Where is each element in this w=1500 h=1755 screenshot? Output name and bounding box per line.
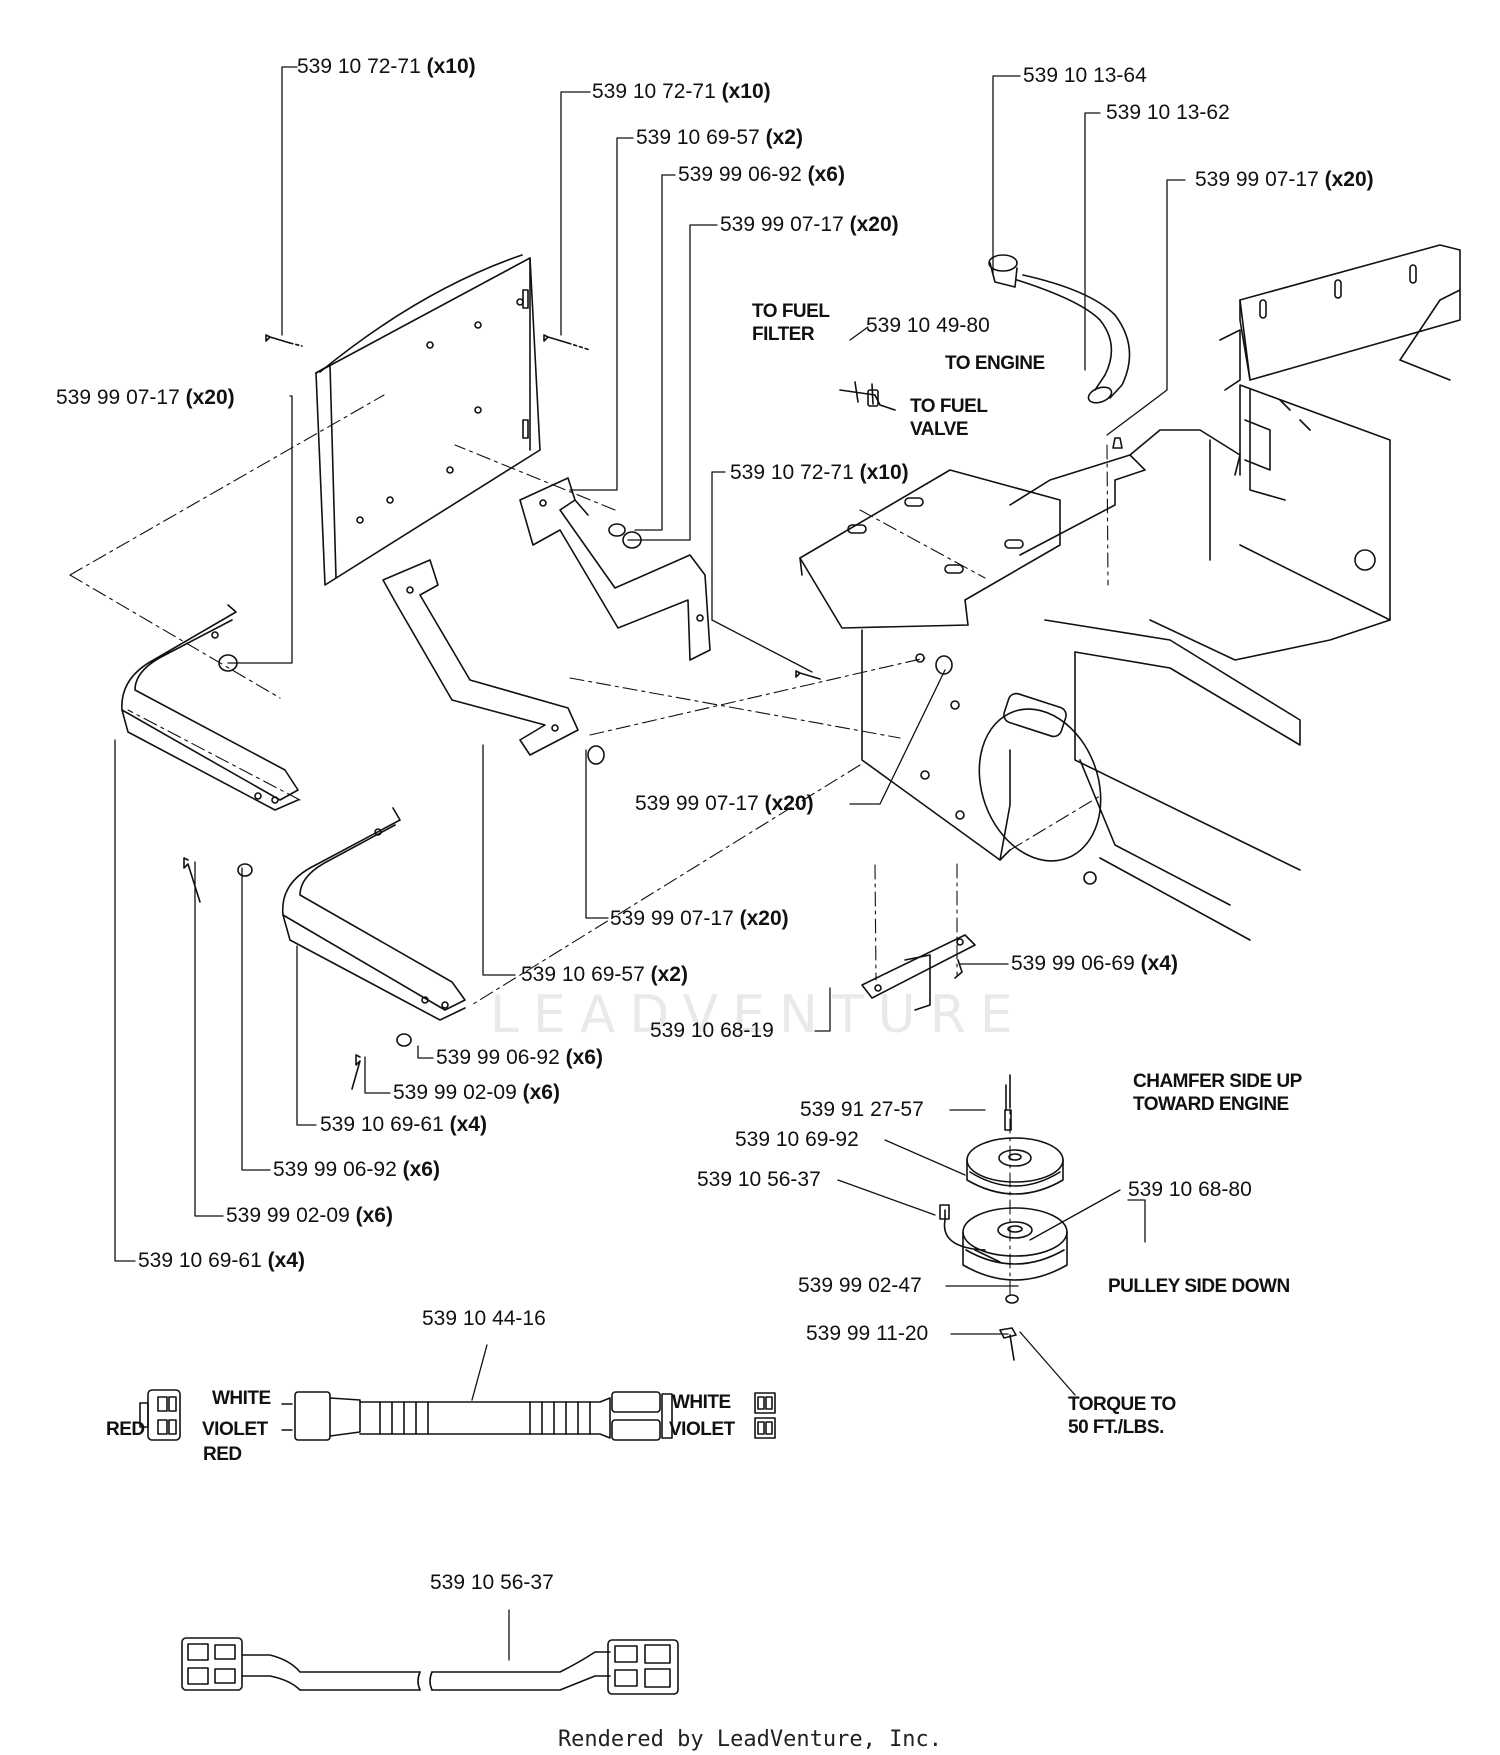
part-label-l13: 539 99 07-17 (x20) [610,907,789,930]
part-label-l16: 539 10 68-19 [650,1019,774,1042]
upper-bracket [519,477,711,661]
part-label-l8: 539 10 13-62 [1106,101,1230,124]
part-label-l6: 539 99 07-17 (x20) [56,386,235,409]
part-label-l3: 539 10 69-57 (x2) [636,126,803,149]
wire-color-red-left: RED [106,1419,145,1440]
part-label-l9: 539 99 07-17 (x20) [1195,168,1374,191]
leader-lines [114,66,1186,1661]
part-label-l4: 539 99 06-92 (x6) [678,163,845,186]
support-arm-lower [281,807,466,1021]
part-label-l7: 539 10 13-64 [1023,64,1147,87]
middle-bracket [382,559,579,756]
wire-color-violet-left: VIOLET [202,1419,268,1440]
part-label-l11: 539 10 72-71 (x10) [730,461,909,484]
bolt-icon-group [265,334,821,680]
part-label-l26: 539 10 68-80 [1128,1178,1252,1201]
part-label-l14: 539 10 69-57 (x2) [521,963,688,986]
part-label-l23: 539 91 27-57 [800,1098,924,1121]
watermark-text: LEADVENTURE [490,985,1027,1045]
part-label-l25: 539 10 56-37 [697,1168,821,1191]
part-label-l30: 539 10 56-37 [430,1571,554,1594]
note-chamfer-side-up: CHAMFER SIDE UP TOWARD ENGINE [1133,1071,1302,1115]
part-label-l17: 539 99 06-92 (x6) [436,1046,603,1069]
wire-harness-top [139,1389,776,1441]
note-torque: TORQUE TO 50 FT./LBS. [1068,1394,1176,1438]
note-to-engine: TO ENGINE [945,353,1045,374]
wire-color-white-left: WHITE [212,1388,271,1409]
render-credit: Rendered by LeadVenture, Inc. [557,1727,943,1752]
part-label-l21: 539 99 02-09 (x6) [226,1204,393,1227]
part-label-l18: 539 99 02-09 (x6) [393,1081,560,1104]
support-arm-upper [121,604,299,811]
part-label-l27: 539 99 02-47 [798,1274,922,1297]
mounting-panel [315,254,541,586]
part-label-l24: 539 10 69-92 [735,1128,859,1151]
wire-color-red-bottom: RED [203,1444,242,1465]
small-bolt-top [1112,437,1123,449]
part-label-l19: 539 10 69-61 (x4) [320,1113,487,1136]
pto-clutch-assembly [939,1074,1068,1361]
wire-color-white-right: WHITE [672,1392,731,1413]
note-to-fuel-filter: TO FUEL FILTER [752,301,830,345]
part-label-l20: 539 99 06-92 (x6) [273,1158,440,1181]
wire-harness-bottom [181,1637,679,1695]
fuel-fitting [839,381,896,411]
fuel-hose [988,254,1131,404]
part-label-l1: 539 10 72-71 (x10) [297,55,476,78]
part-label-l22: 539 10 69-61 (x4) [138,1249,305,1272]
part-label-l28: 539 99 11-20 [806,1322,929,1345]
note-to-fuel-valve: TO FUEL VALVE [910,396,988,440]
wire-color-violet-right: VIOLET [669,1419,735,1440]
angle-bracket [861,934,976,1011]
part-label-l15: 539 99 06-69 (x4) [1011,952,1178,975]
part-label-l5: 539 99 07-17 (x20) [720,213,899,236]
nut-icon-group [183,523,953,1090]
tractor-frame [799,244,1461,941]
part-label-l10: 539 10 49-80 [866,314,990,337]
part-label-l29: 539 10 44-16 [422,1307,546,1330]
alignment-lines [69,394,1109,1301]
part-label-l12: 539 99 07-17 (x20) [635,792,814,815]
note-pulley-side-down: PULLEY SIDE DOWN [1108,1276,1290,1297]
part-label-l2: 539 10 72-71 (x10) [592,80,771,103]
